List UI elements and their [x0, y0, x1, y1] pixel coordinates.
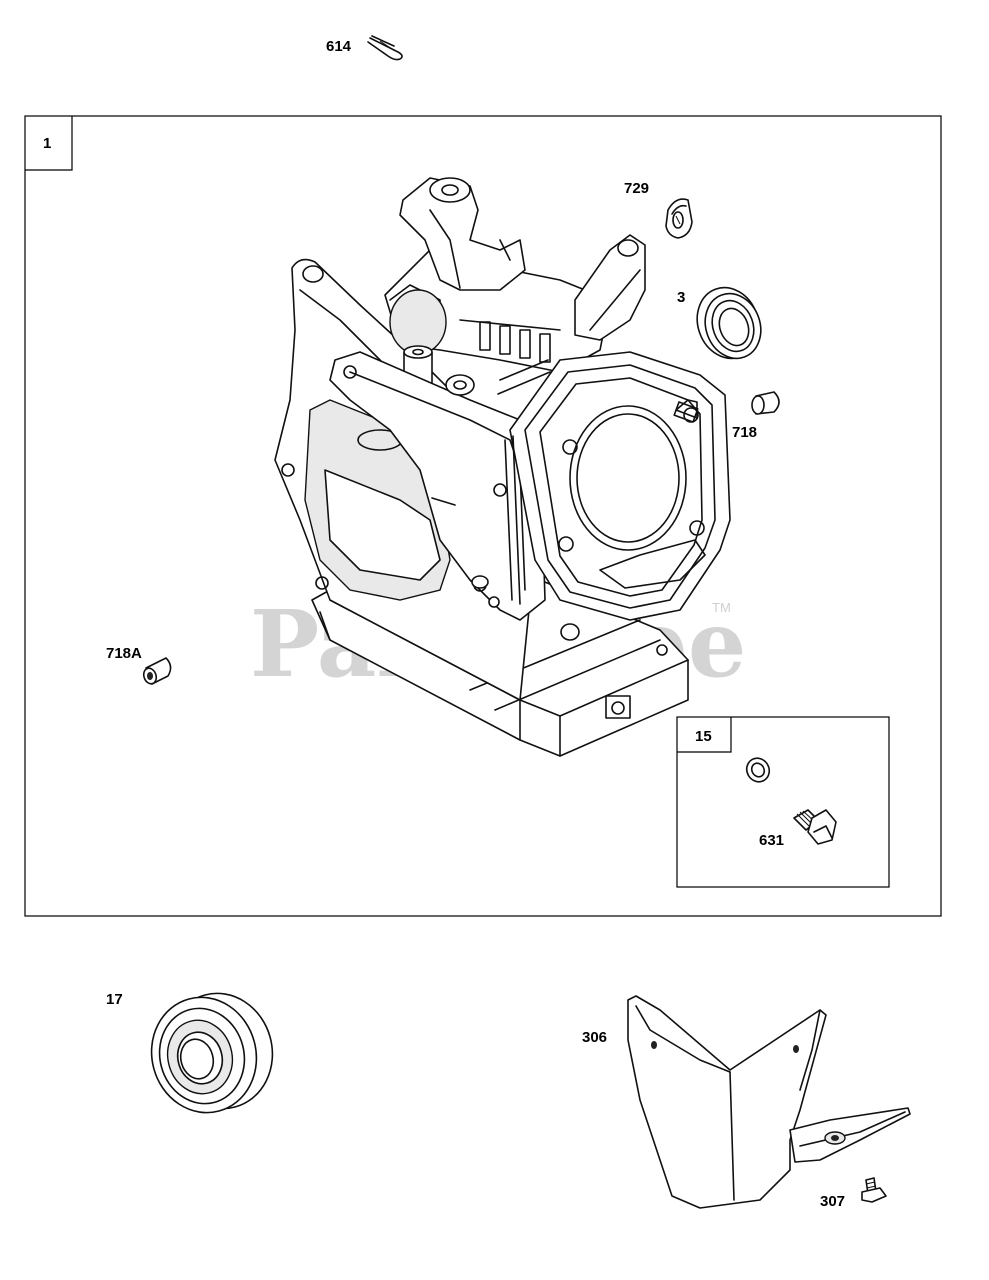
main-frame-label: 1 — [43, 135, 51, 152]
sub-assembly-frame: 15 — [676, 716, 890, 888]
part-631-screw-washer[interactable]: 631 — [742, 754, 837, 849]
main-frame-label-box — [25, 116, 73, 171]
main-frame-border — [24, 115, 942, 917]
part-729-plug[interactable]: 729 — [624, 180, 693, 239]
callout-631: 631 — [759, 832, 784, 849]
sub-frame-label: 15 — [695, 728, 712, 745]
callout-3: 3 — [677, 289, 685, 306]
callout-718: 718 — [732, 424, 757, 441]
part-306-deflector[interactable]: 306 — [582, 995, 911, 1209]
callout-718a: 718A — [106, 645, 142, 662]
sub-frame-label-box — [677, 717, 732, 753]
callout-17: 17 — [106, 991, 123, 1008]
part-718a-dowel-pin[interactable]: 718A — [106, 645, 172, 686]
part-17-bearing[interactable]: 17 — [106, 982, 285, 1125]
callout-729: 729 — [624, 180, 649, 197]
part-718-dowel-pin[interactable]: 718 — [732, 391, 780, 441]
part-3-oil-seal[interactable]: 3 — [677, 279, 770, 367]
callout-306: 306 — [582, 1029, 607, 1046]
sub-frame-border — [676, 716, 890, 888]
callout-614: 614 — [326, 38, 352, 55]
main-assembly-frame: 1 — [24, 115, 942, 917]
part-614-cotter-pin[interactable]: 614 — [326, 35, 403, 61]
watermark-trademark: TM — [712, 600, 731, 615]
part-cylinder-block[interactable] — [274, 177, 731, 757]
callout-307: 307 — [820, 1193, 845, 1210]
part-307-screw[interactable]: 307 — [820, 1177, 887, 1210]
